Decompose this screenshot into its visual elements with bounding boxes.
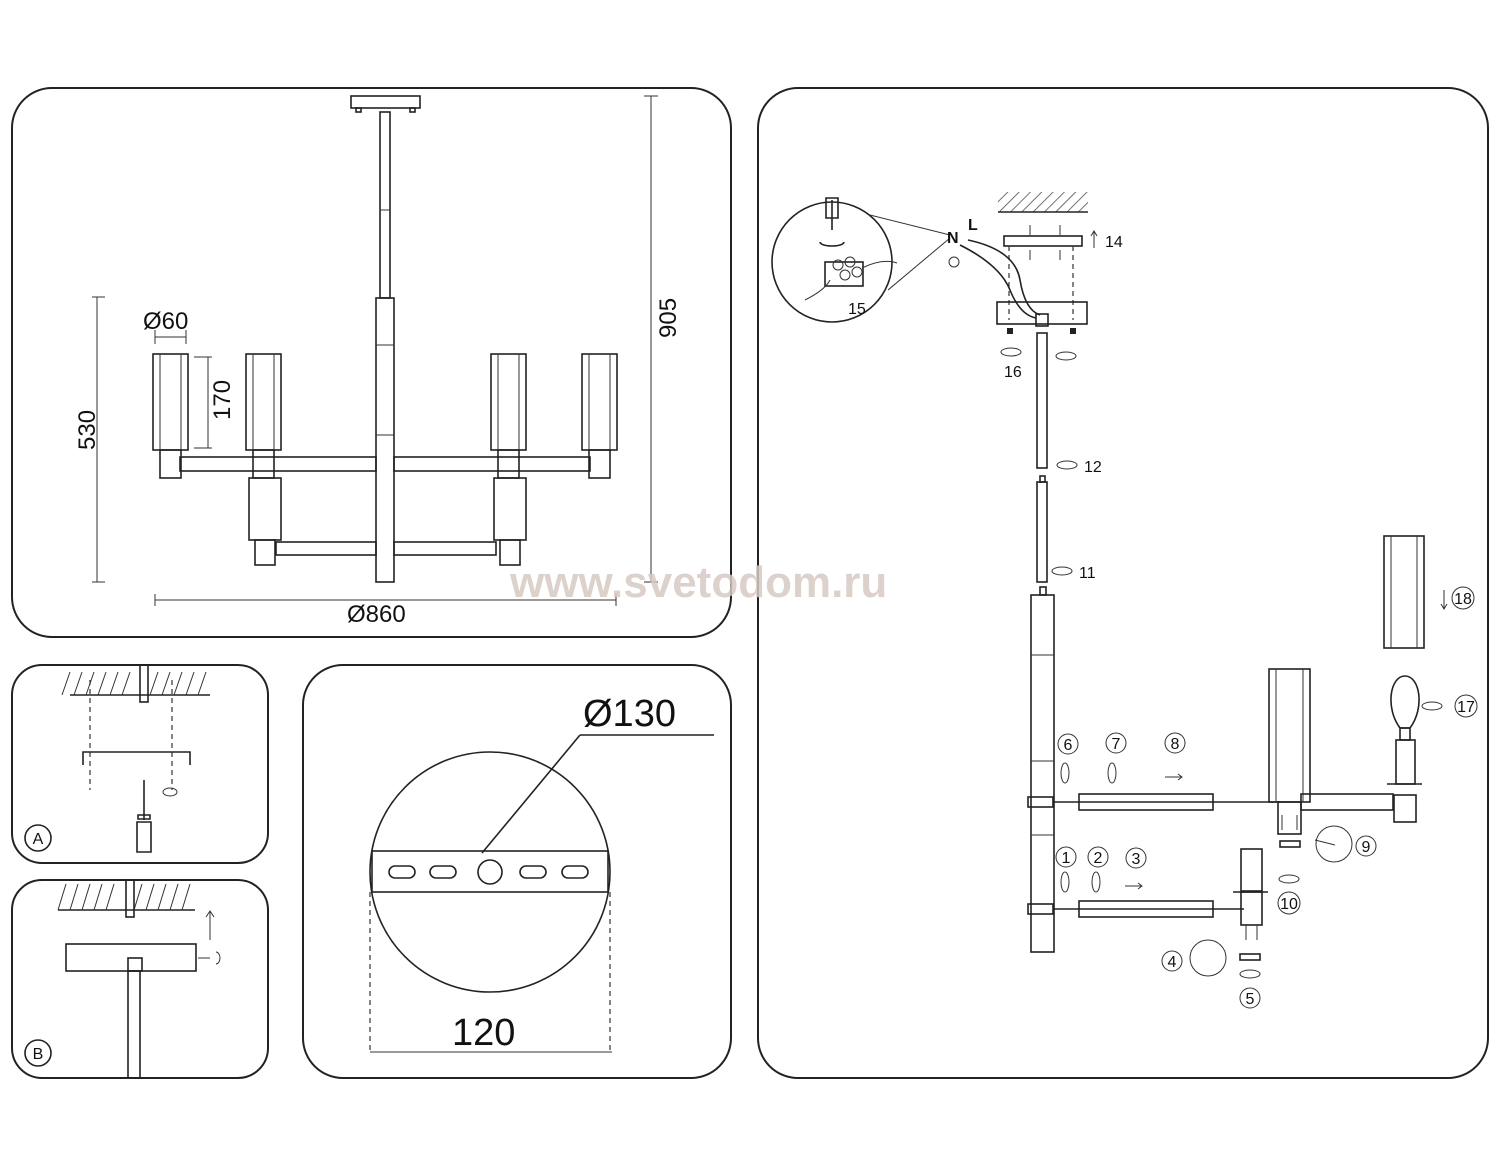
assembly-panel xyxy=(757,87,1489,1079)
circled-steps: 1 2 3 4 5 6 7 8 9 10 17 18 xyxy=(1055,586,1478,1009)
assembly-drawing xyxy=(771,192,1448,979)
canopy-drawing xyxy=(369,734,714,1053)
canopy-diameter-label: Ø130 xyxy=(583,693,676,735)
total-height-label: 905 xyxy=(655,298,682,338)
step-7: 7 xyxy=(1112,736,1121,753)
step-17: 17 xyxy=(1457,699,1475,716)
step-15: 15 xyxy=(848,301,866,318)
step-14: 14 xyxy=(1105,234,1123,251)
mount-a-drawing xyxy=(61,664,210,853)
mount-b-label: B xyxy=(33,1046,44,1063)
step-2: 2 xyxy=(1094,850,1103,867)
total-diameter-label: Ø860 xyxy=(347,601,406,628)
step-4: 4 xyxy=(1168,954,1177,971)
mount-b-badge xyxy=(24,1039,52,1067)
dimensions-panel xyxy=(11,87,732,638)
mount-a-label: A xyxy=(33,831,44,848)
body-height-label: 530 xyxy=(74,410,101,450)
step-12: 12 xyxy=(1084,459,1102,476)
step-6: 6 xyxy=(1064,737,1073,754)
dimension-lines xyxy=(92,95,658,606)
chandelier-drawing xyxy=(152,95,618,583)
step-11: 11 xyxy=(1079,565,1096,582)
shade-height-label: 170 xyxy=(209,380,236,420)
neutral-label: N xyxy=(947,230,959,247)
step-18: 18 xyxy=(1454,591,1472,608)
step-5: 5 xyxy=(1246,991,1255,1008)
step-10: 10 xyxy=(1280,896,1298,913)
mount-spacing-label: 120 xyxy=(452,1012,515,1054)
step-8: 8 xyxy=(1171,736,1180,753)
step-9: 9 xyxy=(1362,839,1371,856)
step-1: 1 xyxy=(1062,850,1071,867)
step-3: 3 xyxy=(1132,851,1141,868)
live-label: L xyxy=(968,217,978,234)
canopy-panel xyxy=(302,664,732,1079)
mount-a-badge xyxy=(24,824,52,852)
mount-b-drawing xyxy=(57,879,221,1079)
shade-diameter-label: Ø60 xyxy=(143,308,188,335)
watermark: www.svetodom.ru xyxy=(509,558,887,607)
step-16: 16 xyxy=(1004,364,1022,381)
